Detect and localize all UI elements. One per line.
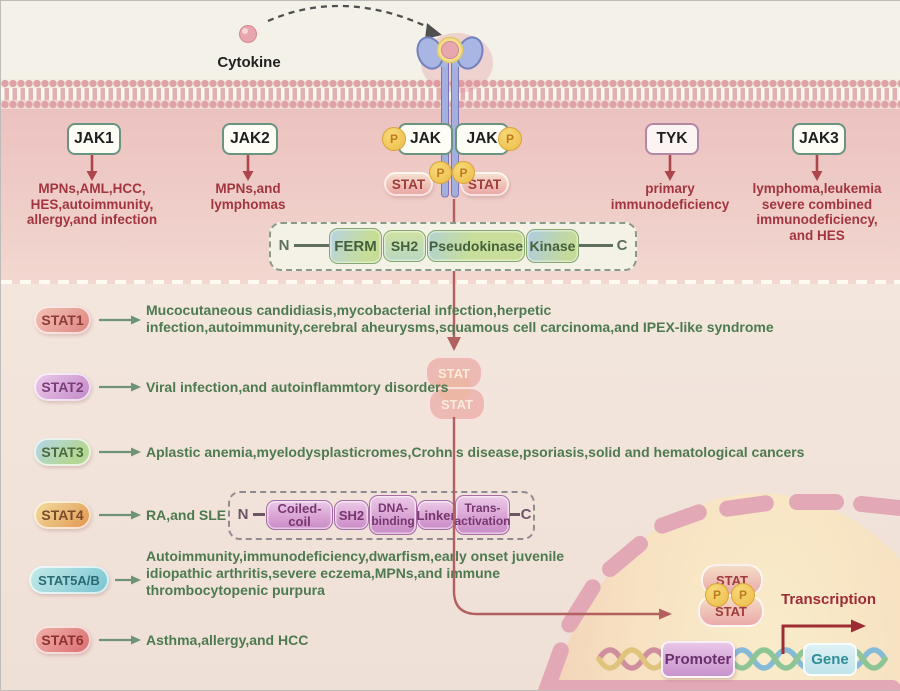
nuclear-envelope-segment [789,494,844,510]
nuclear-envelope-segment [549,680,900,690]
plasma-membrane [1,79,900,109]
cytokine-ball-highlight [242,28,248,34]
kinase-box-jak2: JAK2 [222,123,278,155]
stat1-diseases: Mucocutaneous candidiasis,mycobacterial … [146,302,774,335]
promoter-box: Promoter [661,641,735,678]
cytokine-binding-arrowhead [425,23,442,39]
receptor-stat-left: STAT [384,172,433,196]
stat-disease-arrows [99,315,141,645]
stat-domain-map: N Coiled-coil SH2 DNA- binding Linker Tr… [228,491,535,540]
domain-chip-ferm: FERM [329,228,382,264]
stat4-diseases: RA,and SLE [146,507,227,523]
kinase-box-jak1: JAK1 [67,123,121,155]
stat-dimer-top: STAT [425,356,483,390]
cytokine-binding-arrow [267,4,435,32]
cytokine-label: Cytokine [217,54,281,71]
kinase-disease-arrows [86,155,823,181]
lipid-head-row [1,79,900,88]
domain-linker-line [510,513,520,516]
stat5ab-pill: STAT5A/B [29,566,109,594]
domain-chip-kinase: Kinase [526,229,579,263]
stat6-pill: STAT6 [34,626,91,654]
signal-arrowhead-nucleus [659,608,672,620]
jak1-diseases: MPNs,AML,HCC, HES,autoimmunity, allergy,… [26,181,158,227]
phospho-icon: P [731,583,755,607]
lipid-head-row [1,100,900,109]
signal-line-to-nucleus [452,417,660,616]
domain-chip-linker: Linker [417,500,456,530]
c-terminus-label: C [616,237,628,254]
stat4-pill: STAT4 [34,501,91,529]
phospho-icon: P [382,127,406,151]
domain-chip-transactivation: Trans- activation [455,495,511,535]
stat1-pill: STAT1 [34,306,91,334]
domain-linker-line [579,244,613,247]
domain-chip-sh2: SH2 [334,500,369,530]
stat5ab-diseases: Autoimmunity,immunodeficiency,dwarfism,e… [146,548,565,598]
domain-linker-line [294,244,330,247]
gene-box: Gene [803,643,857,676]
domain-chip-sh2: SH2 [383,230,426,262]
jak3-diseases: lymphoma,leukemia severe combined immuno… [752,181,882,243]
domain-chip-dna-binding: DNA- binding [369,495,417,535]
stat3-diseases: Aplastic anemia,myelodysplasticromes,Cro… [146,444,805,460]
n-terminus-label: N [237,506,249,523]
phospho-icon: P [498,127,522,151]
receptor-jak-left: JAK [398,123,453,155]
domain-linker-line [253,513,265,516]
stat2-pill: STAT2 [34,373,91,401]
kinase-box-jak3: JAK3 [792,123,846,155]
phospho-icon: P [452,161,475,184]
jak2-diseases: MPNs,and lymphomas [210,181,286,212]
stat-dimer-bottom: STAT [428,387,486,421]
stat3-pill: STAT3 [34,438,91,466]
bound-cytokine-ball [441,41,459,59]
stat6-diseases: Asthma,allergy,and HCC [146,632,309,648]
domain-chip-pseudokinase: Pseudokinase [427,230,525,262]
phospho-icon: P [429,161,452,184]
domain-chip-coiled-coil: Coiled-coil [266,500,333,530]
transcription-arrow [781,624,852,654]
tyk-diseases: primary immunodeficiency [610,181,730,212]
phospho-icon: P [705,583,729,607]
kinase-box-tyk: TYK [645,123,699,155]
transcription-label: Transcription [780,591,877,608]
signal-arrowhead-upper [447,337,461,351]
cytoplasm-divider-dashed-line [1,280,900,284]
c-terminus-label: C [520,506,532,523]
lipid-tail-row [1,88,900,100]
stat2-diseases: Viral infection,and autoinflammtory diso… [146,379,449,395]
transcription-arrowhead [851,619,866,633]
n-terminus-label: N [278,237,290,254]
jak-domain-map: N FERM SH2 Pseudokinase Kinase C [269,222,637,271]
